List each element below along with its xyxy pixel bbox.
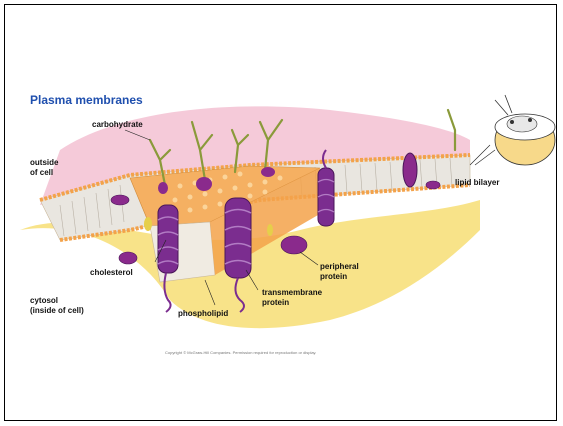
label-peripheral-protein: peripheral protein — [320, 262, 359, 282]
page-title: Plasma membranes — [30, 93, 143, 107]
label-transmembrane-protein: transmembrane protein — [262, 288, 322, 308]
copyright-credit: Copyright © McGraw-Hill Companies. Permi… — [165, 350, 316, 355]
label-cytosol: cytosol (inside of cell) — [30, 296, 84, 316]
label-phospholipid: phospholipid — [178, 309, 228, 319]
label-lipid-bilayer: lipid bilayer — [455, 178, 499, 188]
label-outside-of-cell: outside of cell — [30, 158, 58, 178]
cell-inset-icon — [495, 95, 555, 165]
transmembrane-protein-4 — [403, 153, 417, 187]
label-carbohydrate: carbohydrate — [92, 120, 143, 130]
label-cholesterol: cholesterol — [90, 268, 133, 278]
